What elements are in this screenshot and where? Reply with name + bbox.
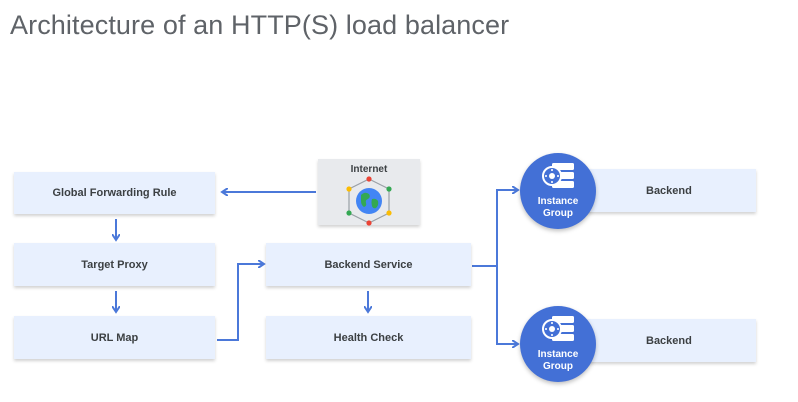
- arrow-url-map-to-backend-service: [217, 264, 264, 341]
- instance-group-label-line2: Group: [543, 361, 573, 372]
- url-map-label: URL Map: [90, 331, 139, 344]
- target-proxy-box: Target Proxy: [14, 243, 215, 286]
- instance-group-icon: [542, 163, 574, 188]
- page-title: Architecture of an HTTP(S) load balancer: [10, 10, 510, 40]
- instance-group-label-line2: Group: [543, 208, 573, 219]
- backend-service-label: Backend Service: [324, 258, 413, 271]
- backend-label-top: Backend: [646, 184, 692, 197]
- globe-network-icon: [346, 176, 392, 226]
- arrow-backend-service-to-instance-group-bottom: [496, 266, 518, 344]
- health-check-label: Health Check: [333, 331, 404, 344]
- instance-group-label-line1: Instance: [537, 349, 579, 360]
- backend-service-box: Backend Service: [266, 243, 471, 286]
- internet-label: Internet: [350, 164, 388, 175]
- backend-box-top: Backend: [566, 169, 756, 212]
- health-check-box: Health Check: [266, 316, 471, 359]
- instance-group-label-top: Instance Group: [520, 196, 596, 220]
- global-forwarding-rule-label: Global Forwarding Rule: [52, 187, 177, 199]
- internet-box: Internet: [318, 159, 420, 226]
- instance-group-bottom: Instance Group: [520, 306, 596, 382]
- backend-label-bottom: Backend: [646, 334, 692, 347]
- backend-box-bottom: Backend: [566, 319, 756, 362]
- arrow-backend-service-to-instance-group-top: [472, 190, 518, 267]
- instance-group-label-bottom: Instance Group: [520, 349, 596, 373]
- global-forwarding-rule-box: Global Forwarding Rule: [14, 172, 215, 214]
- url-map-box: URL Map: [14, 316, 215, 359]
- instance-group-top: Instance Group: [520, 153, 596, 229]
- instance-group-icon: [542, 316, 574, 341]
- instance-group-label-line1: Instance: [537, 196, 579, 207]
- target-proxy-label: Target Proxy: [81, 258, 148, 271]
